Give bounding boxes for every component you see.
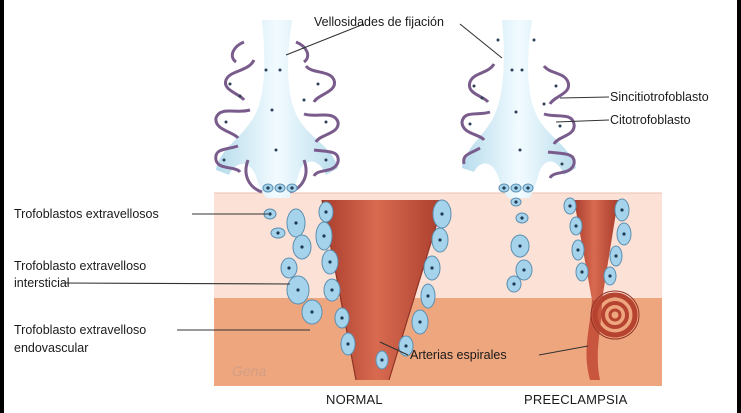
label-endovascular-line1: Trofoblasto extravelloso	[14, 323, 146, 337]
label-endovascular-line2: endovascular	[14, 341, 88, 355]
label-interstitial-line2: intersticial	[14, 276, 70, 290]
label-syncytiotrophoblast: Sincitiotrofoblasto	[610, 90, 709, 104]
caption-preeclampsia: PREECLAMPSIA	[524, 392, 628, 407]
label-extravillous-trophoblasts: Trofoblastos extravellosos	[14, 207, 159, 221]
label-cytotrophoblast: Citotrofoblasto	[610, 113, 691, 127]
watermark: Gena	[232, 363, 266, 379]
caption-normal: NORMAL	[326, 392, 383, 407]
label-spiral-arteries: Arterias espirales	[410, 348, 507, 362]
label-anchoring-villi: Vellosidades de fijación	[314, 15, 444, 29]
figure-frame: Vellosidades de fijación Sincitiotrofobl…	[4, 0, 737, 413]
label-interstitial-line1: Trofoblasto extravelloso	[14, 259, 146, 273]
